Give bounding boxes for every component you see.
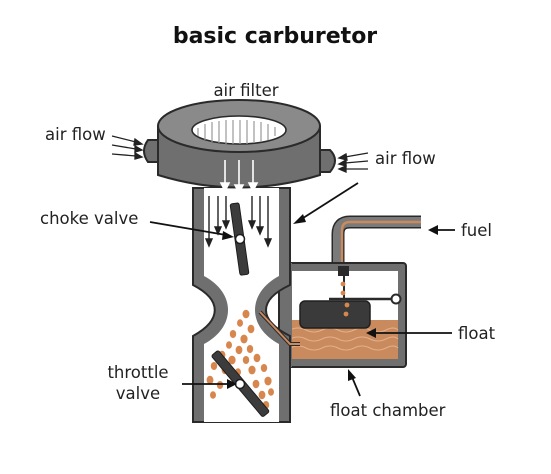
airflow-arrows-left [111,135,144,160]
float-chamber [278,262,407,368]
label-fuel: fuel [461,221,492,240]
choke-valve [229,202,250,276]
pointer-float [366,328,452,338]
pointer-throttle-valve [182,379,237,389]
label-choke-valve: choke valve [40,209,138,228]
label-air-flow-left: air flow [45,125,106,144]
label-throttle-line1: throttle [107,363,168,382]
throttle-valve [211,350,270,417]
needle-valve [338,266,349,276]
fuel-line [331,215,421,266]
fuel-droplets [206,309,274,409]
label-float: float [458,324,496,343]
label-throttle-line2: valve [116,384,160,403]
pointer-throat [293,182,359,224]
airflow-arrows-right [337,152,369,173]
label-air-filter: air filter [213,81,278,100]
float-pivot [390,293,402,305]
fuel-drip [340,281,346,287]
air-filter [143,99,336,189]
pointer-float-chamber [348,369,361,397]
fuel-drip [344,302,350,308]
pointer-choke-valve [149,221,234,240]
pointer-fuel [428,225,455,235]
fuel-drip [343,311,349,317]
float [299,300,371,329]
diagram-title: basic carburetor [173,24,377,49]
label-air-flow-right: air flow [375,149,436,168]
label-float-chamber: float chamber [330,401,446,420]
airflow-arrows [219,160,259,195]
fuel-drip [340,290,346,296]
